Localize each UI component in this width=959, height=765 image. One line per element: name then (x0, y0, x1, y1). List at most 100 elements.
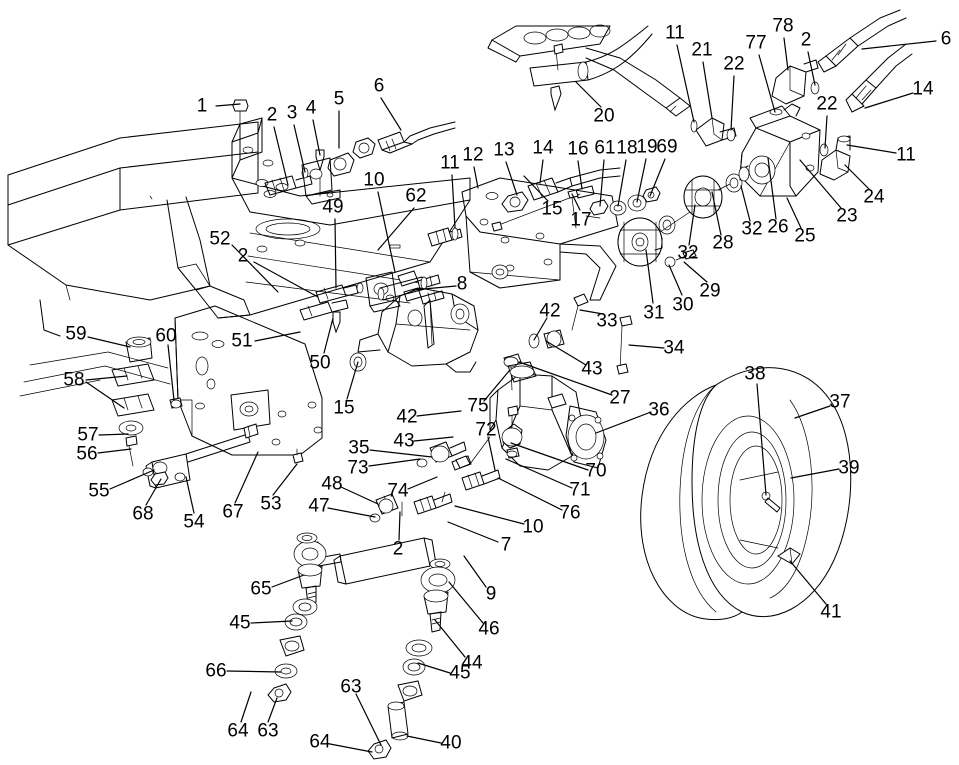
leader-line-33 (579, 309, 604, 315)
callout-number-2: 2 (266, 104, 278, 126)
leader-line-6 (861, 40, 937, 50)
leader-line-25 (786, 197, 802, 229)
pump-body (349, 287, 633, 391)
leader-line-57 (98, 433, 129, 436)
callout-number-31: 31 (643, 302, 665, 324)
callout-number-16: 16 (567, 138, 589, 160)
leader-line (85, 381, 125, 409)
leader-line-72 (487, 436, 496, 471)
callout-number-37: 37 (829, 391, 851, 413)
leader-line-40 (406, 735, 442, 744)
callout-number-74: 74 (387, 480, 409, 502)
leader-line-63 (267, 697, 278, 723)
chassis-frame (7, 117, 471, 397)
callout-number-44: 44 (461, 652, 483, 674)
callout-number-17: 17 (570, 209, 592, 231)
callout-number-47: 47 (308, 495, 330, 517)
callout-number-25: 25 (794, 225, 816, 247)
callout-number-64: 64 (227, 720, 249, 742)
callout-number-48: 48 (321, 473, 343, 495)
callout-number-2: 2 (392, 538, 404, 560)
leader-line-50 (323, 317, 334, 354)
leader-line-39 (790, 468, 840, 479)
leader-line-76 (497, 477, 563, 511)
leader-line-45 (417, 662, 451, 674)
leader-line-55 (109, 469, 155, 490)
callout-number-4: 4 (305, 97, 317, 119)
callout-number-10: 10 (363, 169, 385, 191)
callout-number-61: 61 (594, 137, 616, 159)
callout-number-26: 26 (767, 216, 789, 238)
leader-line-2 (398, 511, 401, 541)
callout-number-42: 42 (396, 406, 418, 428)
leader-line-52 (231, 244, 279, 293)
leader-line-42 (533, 317, 548, 341)
leader-line-26 (767, 157, 777, 220)
wheel-gearbox (489, 361, 607, 471)
leader-line-48 (340, 486, 379, 505)
callout-number-36: 36 (648, 399, 670, 421)
leader-line-58 (85, 375, 128, 381)
callout-number-63: 63 (257, 720, 279, 742)
leader-line-43 (413, 436, 454, 442)
leader-line-22 (824, 115, 828, 149)
callout-number-33: 33 (596, 310, 618, 332)
callout-number-60: 60 (155, 325, 177, 347)
callout-number-28: 28 (712, 232, 734, 254)
leader-line-69 (649, 158, 666, 197)
leader-line-73 (368, 458, 421, 467)
callout-number-65: 65 (250, 578, 272, 600)
callout-number-14: 14 (912, 78, 934, 100)
callout-number-2: 2 (800, 29, 812, 51)
leader-line-24 (844, 164, 870, 190)
leader-line-18 (617, 159, 627, 207)
callout-number-10: 10 (522, 516, 544, 538)
leader-line-28 (711, 191, 722, 236)
callout-number-53: 53 (260, 493, 282, 515)
callout-number-11: 11 (440, 152, 460, 174)
callout-number-3: 3 (286, 102, 298, 124)
leader-line-21 (702, 61, 713, 119)
callout-number-8: 8 (456, 273, 468, 295)
leader-line-9 (463, 555, 487, 588)
callout-number-32: 32 (741, 218, 763, 240)
callout-number-35: 35 (348, 437, 370, 459)
callout-number-21: 21 (691, 39, 713, 61)
leader-line-14 (864, 92, 914, 109)
leader-line-23 (799, 159, 842, 209)
callout-number-63: 63 (340, 676, 362, 698)
leader-line-59 (87, 336, 131, 348)
callout-number-22: 22 (816, 93, 838, 115)
leader-line-70 (510, 442, 589, 471)
suspension-link (111, 336, 304, 489)
leader-line-15 (523, 175, 549, 202)
hardware-top-left (232, 99, 456, 205)
leader-line-2 (253, 261, 319, 298)
leader-line-36 (595, 411, 652, 434)
callout-number-68: 68 (132, 503, 154, 525)
callout-number-69: 69 (656, 136, 678, 158)
callout-number-5: 5 (333, 88, 345, 110)
leader-line-56 (97, 448, 132, 454)
callout-number-12: 12 (462, 144, 484, 166)
leader-line-11 (676, 44, 695, 123)
callout-number-6: 6 (940, 28, 952, 50)
leader-line-78 (783, 37, 789, 71)
callout-number-57: 57 (77, 424, 99, 446)
tire-and-rim (640, 367, 852, 621)
leader-line-31 (645, 249, 654, 304)
leader-line-1 (215, 103, 241, 107)
leader-line-27 (518, 361, 613, 396)
hydraulic-fittings-left (299, 227, 463, 334)
leader-line-53 (272, 463, 298, 496)
leader-line-66 (226, 670, 282, 673)
callout-number-54: 54 (183, 511, 205, 533)
callout-number-52: 52 (209, 228, 231, 250)
callout-number-41: 41 (820, 601, 842, 623)
leader-line-62 (377, 207, 415, 251)
leader-line-60 (167, 344, 175, 401)
leader-line-37 (794, 405, 831, 419)
callout-number-11: 11 (896, 144, 916, 166)
